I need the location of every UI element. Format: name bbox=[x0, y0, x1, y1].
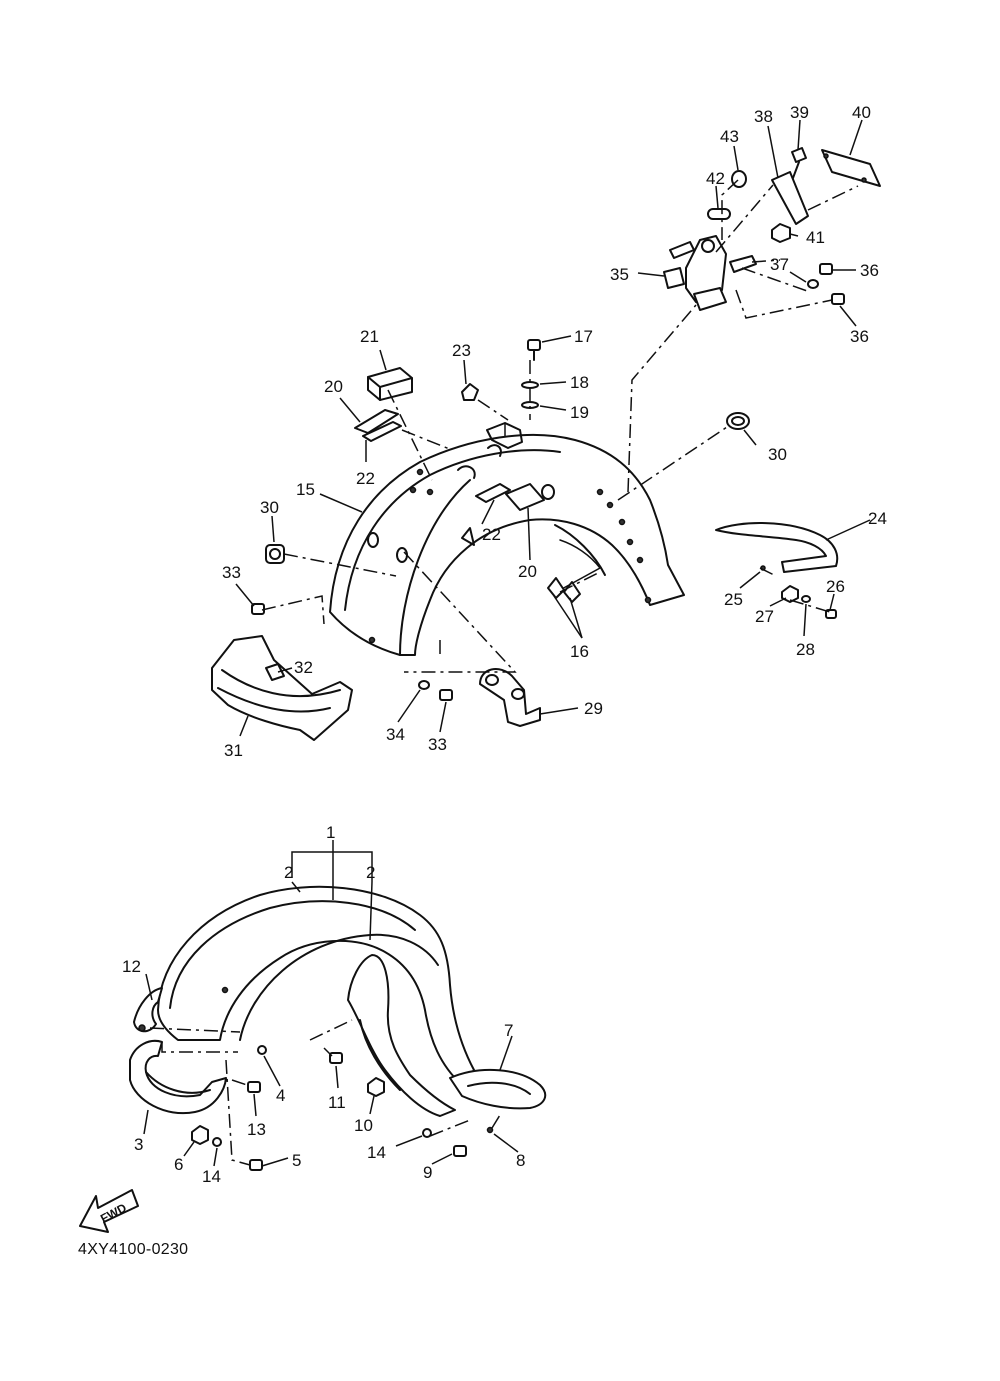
grommets bbox=[265, 412, 750, 564]
callout-9: 9 bbox=[423, 1163, 432, 1182]
callout-30: 30 bbox=[260, 498, 279, 517]
callout-7: 7 bbox=[504, 1021, 513, 1040]
tab-12 bbox=[133, 987, 163, 1033]
callout-13: 13 bbox=[247, 1120, 266, 1139]
callout-23: 23 bbox=[452, 341, 471, 360]
callout-10: 10 bbox=[354, 1116, 373, 1135]
callout-39: 39 bbox=[790, 103, 809, 122]
fender-bracket-29 bbox=[251, 577, 581, 727]
bolt-set-17-19 bbox=[461, 339, 541, 409]
callout-27: 27 bbox=[755, 607, 774, 626]
callout-2: 2 bbox=[284, 863, 293, 882]
callout-36: 36 bbox=[860, 261, 879, 280]
callout-17: 17 bbox=[574, 327, 593, 346]
callout-5: 5 bbox=[292, 1151, 301, 1170]
callout-36: 36 bbox=[850, 327, 869, 346]
tail-light-bracket bbox=[663, 147, 881, 311]
emblem-20 bbox=[354, 409, 399, 434]
rear-reflector-31 bbox=[211, 635, 353, 741]
bracket-24 bbox=[715, 522, 839, 573]
callout-16: 16 bbox=[570, 642, 589, 661]
callout-25: 25 bbox=[724, 590, 743, 609]
callout-24: 24 bbox=[868, 509, 887, 528]
side-bracket-24 bbox=[715, 522, 839, 619]
callout-12: 12 bbox=[122, 957, 141, 976]
bracket-29 bbox=[479, 668, 541, 727]
callout-14: 14 bbox=[202, 1167, 221, 1186]
seal-22 bbox=[362, 421, 402, 442]
reflector-31 bbox=[211, 635, 353, 741]
callout-numbers: 1 2 2 3 4 5 6 7 8 9 10 11 12 13 14 14 15… bbox=[122, 103, 887, 1186]
callout-1: 1 bbox=[326, 823, 335, 842]
callout-15: 15 bbox=[296, 480, 315, 499]
callout-41: 41 bbox=[806, 228, 825, 247]
callout-33: 33 bbox=[222, 563, 241, 582]
callout-6: 6 bbox=[174, 1155, 183, 1174]
callout-22: 22 bbox=[356, 469, 375, 488]
callout-31: 31 bbox=[224, 741, 243, 760]
callout-20: 20 bbox=[518, 562, 537, 581]
callout-26: 26 bbox=[826, 577, 845, 596]
decal-parts bbox=[354, 367, 413, 442]
callout-40: 40 bbox=[852, 103, 871, 122]
callout-32: 32 bbox=[294, 658, 313, 677]
callout-8: 8 bbox=[516, 1151, 525, 1170]
callout-35: 35 bbox=[610, 265, 629, 284]
callout-38: 38 bbox=[754, 107, 773, 126]
callout-37: 37 bbox=[770, 255, 789, 274]
callout-4: 4 bbox=[276, 1086, 285, 1105]
callout-20: 20 bbox=[324, 377, 343, 396]
bracket-7 bbox=[449, 1068, 547, 1110]
rear-fender-assembly bbox=[329, 422, 685, 656]
callout-42: 42 bbox=[706, 169, 725, 188]
assembly-lines-upper bbox=[261, 179, 859, 673]
callout-14: 14 bbox=[367, 1143, 386, 1162]
callout-3: 3 bbox=[134, 1135, 143, 1154]
callout-30: 30 bbox=[768, 445, 787, 464]
callout-leaders bbox=[143, 119, 871, 1167]
callout-22: 22 bbox=[482, 525, 501, 544]
callout-33: 33 bbox=[428, 735, 447, 754]
callout-29: 29 bbox=[584, 699, 603, 718]
callout-21: 21 bbox=[360, 327, 379, 346]
callout-11: 11 bbox=[328, 1093, 346, 1112]
fender-1-outer bbox=[157, 885, 475, 1086]
callout-19: 19 bbox=[570, 403, 589, 422]
bracket-3 bbox=[129, 1040, 227, 1115]
callout-28: 28 bbox=[796, 640, 815, 659]
diagram-code: 4XY4100-0230 bbox=[78, 1241, 189, 1258]
assembly-lines-lower bbox=[149, 1019, 501, 1166]
callout-43: 43 bbox=[720, 127, 739, 146]
front-fender-assembly bbox=[129, 885, 547, 1171]
callout-34: 34 bbox=[386, 725, 405, 744]
fwd-arrow-icon: FWD bbox=[79, 1189, 139, 1233]
fender-liner bbox=[347, 954, 456, 1117]
bracket-35 bbox=[685, 235, 727, 303]
callout-2: 2 bbox=[366, 863, 375, 882]
callout-18: 18 bbox=[570, 373, 589, 392]
